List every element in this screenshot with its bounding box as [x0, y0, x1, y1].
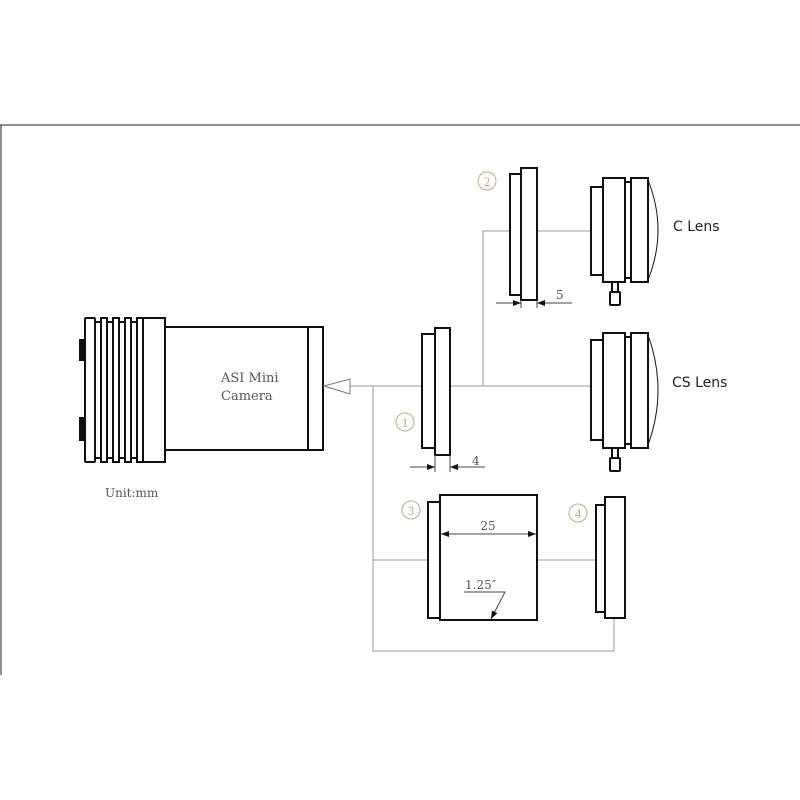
- part-2-adapter: [509, 167, 538, 301]
- part-3-dimension: 25: [480, 519, 495, 533]
- asi-mini-camera: [79, 317, 351, 463]
- dimension-part-3: [441, 531, 536, 620]
- dimension-part-1: [410, 455, 485, 472]
- camera-label-line1: ASI Mini: [220, 371, 279, 386]
- cs-lens-label: CS Lens: [672, 375, 727, 391]
- part-1-adapter: [421, 327, 451, 456]
- part-number-circle: [401, 500, 421, 520]
- unit-label: Unit:mm: [105, 486, 159, 500]
- part-3-number: 3: [408, 503, 415, 518]
- part-number-circle: [477, 171, 497, 191]
- frame: [0, 124, 800, 675]
- part-2-dimension: 5: [556, 288, 564, 302]
- part-2-number: 2: [484, 174, 491, 189]
- connector-lines: [350, 230, 615, 652]
- part-number-circle: [395, 412, 415, 432]
- part-3-diameter: 1.25″: [465, 578, 497, 592]
- c-lens-label: C Lens: [673, 219, 720, 235]
- part-4-adapter: [595, 496, 626, 619]
- part-1-number: 1: [402, 415, 409, 430]
- c-lens: [590, 177, 659, 306]
- part-number-circle: [568, 503, 588, 523]
- part-4-number: 4: [575, 506, 582, 521]
- dimension-part-2: [496, 300, 572, 308]
- part-1-dimension: 4: [472, 454, 480, 468]
- camera-label-line2: Camera: [221, 389, 273, 404]
- part-3-adapter: [427, 494, 538, 621]
- cs-lens: [590, 332, 659, 472]
